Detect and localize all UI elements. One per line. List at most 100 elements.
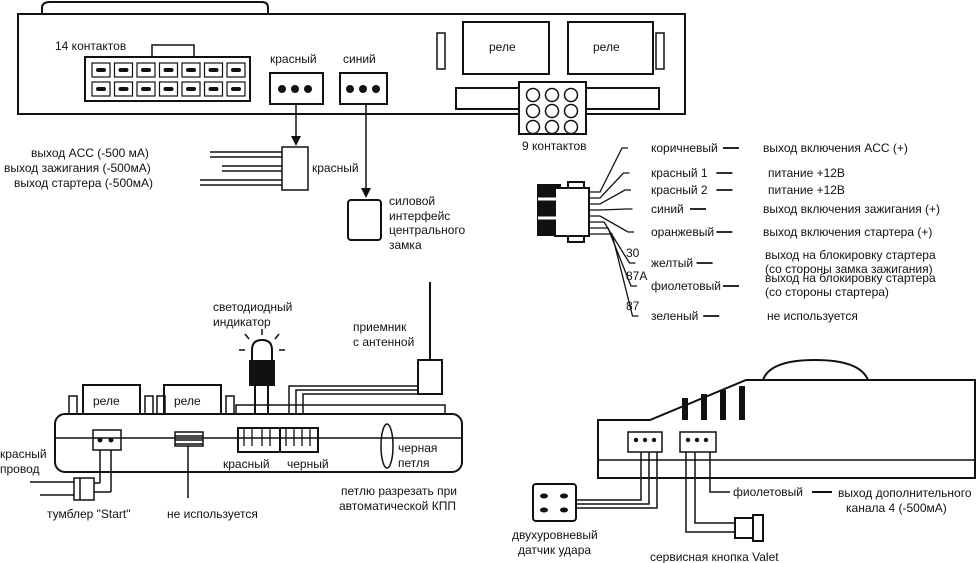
lower-unit-top-step [235,404,446,414]
red-wire-label: красный провод [0,447,50,476]
siren-connector-pins [540,437,709,513]
relay-label-right: реле [593,40,620,54]
connector-14-label: 14 контактов [55,39,126,53]
pin [186,87,196,91]
pin [304,85,312,93]
pin-cell [91,81,111,97]
pin [141,68,151,72]
lower-relay-box-right [163,384,222,416]
pin-cell [136,62,156,78]
relay-box-right [567,21,654,75]
pin [642,437,648,443]
connector-red-lower-label: красный [223,457,270,471]
pin [118,68,129,72]
pin [703,437,709,443]
pin [231,68,241,72]
wire-color-label: красный 2 [651,183,708,197]
wire-color-label: зеленый [651,309,698,323]
wire-function-label: (со стороны замка зажигания) [765,262,933,276]
pin-cell [226,62,246,78]
connector-14-tab [151,44,195,58]
pin-cell [203,81,224,97]
connector-14-pins [91,62,246,97]
pin-cell [91,62,111,78]
pin-cell [158,62,179,78]
wire-pin-label: 87 [626,299,640,313]
main-unit-body [17,13,686,115]
main-unit-top-bump [41,0,269,14]
relay-label-left: реле [489,40,516,54]
cut-loop-note: петлю разрезать при автоматической КПП [339,484,460,513]
wire-function-label: выход включения ACC (+) [763,141,908,155]
wire-color-label: оранжевый [651,225,714,239]
pin-cell [158,81,179,97]
pin-cell [136,81,156,97]
pin [231,87,241,91]
acc-output-label: выход ACC (-500 мА) [31,146,149,160]
sensor-hole [560,507,568,513]
pin [118,87,129,91]
black-loop-label: черная петля [398,441,441,470]
pin [359,85,367,93]
connector-14-body [84,56,251,102]
valet-button-icon [734,517,754,539]
connector-9-pins [525,87,579,135]
wire-color-label: красный 1 [651,166,708,180]
toggle-start-icon [73,477,95,501]
pin-cell [203,62,224,78]
pin [97,437,103,443]
wire-color-label: коричневый [651,141,718,155]
pin [208,87,219,91]
pin [96,68,106,72]
harness-wire [589,233,639,317]
shock-sensor-label: двухуровневый датчик удара [512,528,601,557]
aux-output-label: выход дополнительного канала 4 (-500мА) [838,486,975,515]
pin [525,87,541,103]
lower-unit-body [54,413,463,473]
harness-wire [589,208,633,211]
pin [563,103,579,119]
pin [633,437,639,443]
pin [346,85,354,93]
pin [208,68,219,72]
connector-red-pins [278,85,312,93]
harness-wire [589,189,631,205]
wire-function-label: выход на блокировку стартера [765,248,936,262]
wire-color-label: фиолетовый [651,279,721,293]
connector-9-label: 9 контактов [522,139,587,153]
harness-wire [589,227,637,287]
pin-cell [181,62,201,78]
pin-cell [113,81,134,97]
receiver-box [417,359,443,395]
toggle-start-label: тумблер "Start" [47,507,131,521]
lower-relay-label-left: реле [93,394,120,408]
acc-connector-label: красный [312,161,359,175]
wire-pin-label: 87A [626,269,647,283]
pin [685,437,691,443]
pin [163,87,174,91]
pin [563,119,579,135]
central-lock-label: силовой интерфейс центрального замка [389,194,469,252]
pin-cell [226,81,246,97]
harness-connector [537,181,590,243]
harness-wire [589,221,636,264]
connector-blue-label: синий [343,52,376,66]
pin [141,87,151,91]
pin-cell [181,81,201,97]
pin [563,87,579,103]
wire-function-label: выход на блокировку стартера [765,271,936,285]
pin [96,87,106,91]
starter-output-label: выход стартера (-500мА) [14,176,153,190]
central-lock-box [347,199,382,241]
pin [544,119,560,135]
sensor-hole [540,493,548,499]
wire-function-label: питание +12В [768,183,845,197]
lower-relay-label-right: реле [174,394,201,408]
connector-blue-pins [346,85,380,93]
shock-sensor-icon [532,483,577,522]
receiver-label: приемник с антенной [353,320,414,349]
pin [651,437,657,443]
valet-button-label: сервисная кнопка Valet [650,550,779,563]
wire-function-label: питание +12В [768,166,845,180]
